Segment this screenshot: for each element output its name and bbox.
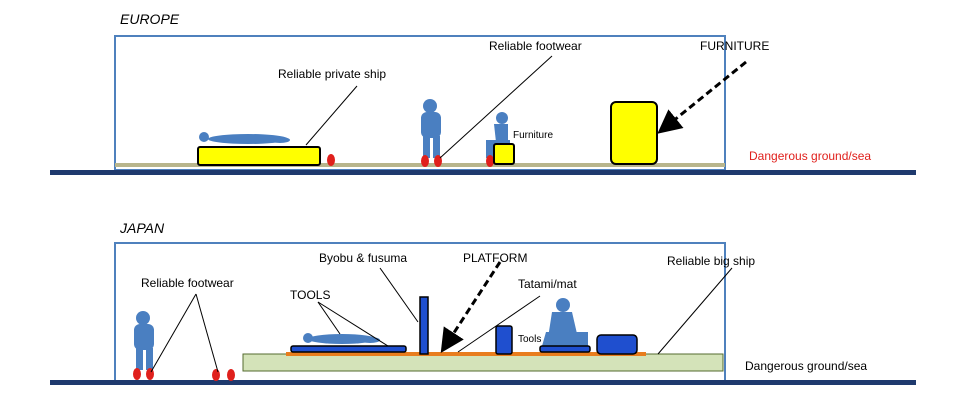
japan-tools-block	[495, 325, 513, 355]
label-private-ship: Reliable private ship	[278, 67, 386, 81]
japan-shoe-icon	[227, 369, 235, 381]
europe-shoe-icon	[421, 155, 429, 167]
platform-dashed-arrow	[440, 261, 502, 354]
europe-ground-line	[50, 170, 916, 175]
leader-line	[379, 267, 419, 323]
leader-line	[195, 293, 219, 373]
japan-low-table	[596, 334, 638, 355]
japan-shoe-icon	[133, 368, 141, 380]
leader-line	[317, 301, 341, 335]
japan-sleeping-mat	[290, 345, 407, 353]
furniture-dashed-arrow	[657, 60, 747, 134]
europe-shoe-icon	[486, 155, 494, 167]
leader-line	[439, 55, 553, 159]
japan-shoe-icon	[212, 369, 220, 381]
japan-section: JAPAN	[50, 220, 916, 385]
europe-lying-person-icon	[199, 132, 290, 144]
label-tools-upper: TOOLS	[290, 288, 330, 302]
leader-line	[657, 267, 733, 355]
europe-small-furniture	[493, 143, 515, 165]
europe-section: EUROPE	[50, 11, 916, 175]
label-ground-europe: Dangerous ground/sea	[749, 149, 871, 163]
japan-kneeling-mat	[539, 345, 591, 353]
label-tools-small: Tools	[518, 334, 541, 345]
leader-line	[305, 85, 358, 146]
leader-line	[150, 293, 197, 373]
label-byobu: Byobu & fusuma	[319, 251, 407, 265]
japan-platform	[242, 353, 724, 372]
label-furniture-small: Furniture	[513, 130, 553, 141]
label-ground-japan: Dangerous ground/sea	[745, 359, 867, 373]
europe-floor	[115, 163, 725, 167]
europe-large-furniture	[610, 101, 658, 165]
japan-kneeling-person-icon	[542, 298, 588, 346]
japan-title: JAPAN	[119, 220, 165, 236]
label-tatami: Tatami/mat	[518, 277, 577, 291]
leader-line	[317, 301, 389, 347]
europe-title: EUROPE	[120, 11, 180, 27]
label-footwear-europe: Reliable footwear	[489, 39, 582, 53]
label-big-ship: Reliable big ship	[667, 254, 755, 268]
europe-standing-person-icon	[421, 99, 441, 158]
europe-shoe-icon	[327, 154, 335, 166]
europe-private-ship	[197, 146, 321, 166]
japan-lying-person-icon	[303, 333, 380, 344]
label-platform: PLATFORM	[463, 251, 527, 265]
label-footwear-japan: Reliable footwear	[141, 276, 234, 290]
japan-ground-line	[50, 380, 916, 385]
leader-line	[457, 295, 541, 353]
japan-byobu-screen	[419, 296, 429, 355]
label-furniture-upper: FURNITURE	[700, 39, 769, 53]
japan-standing-person-icon	[134, 311, 154, 370]
japan-orange-mat	[286, 352, 646, 356]
